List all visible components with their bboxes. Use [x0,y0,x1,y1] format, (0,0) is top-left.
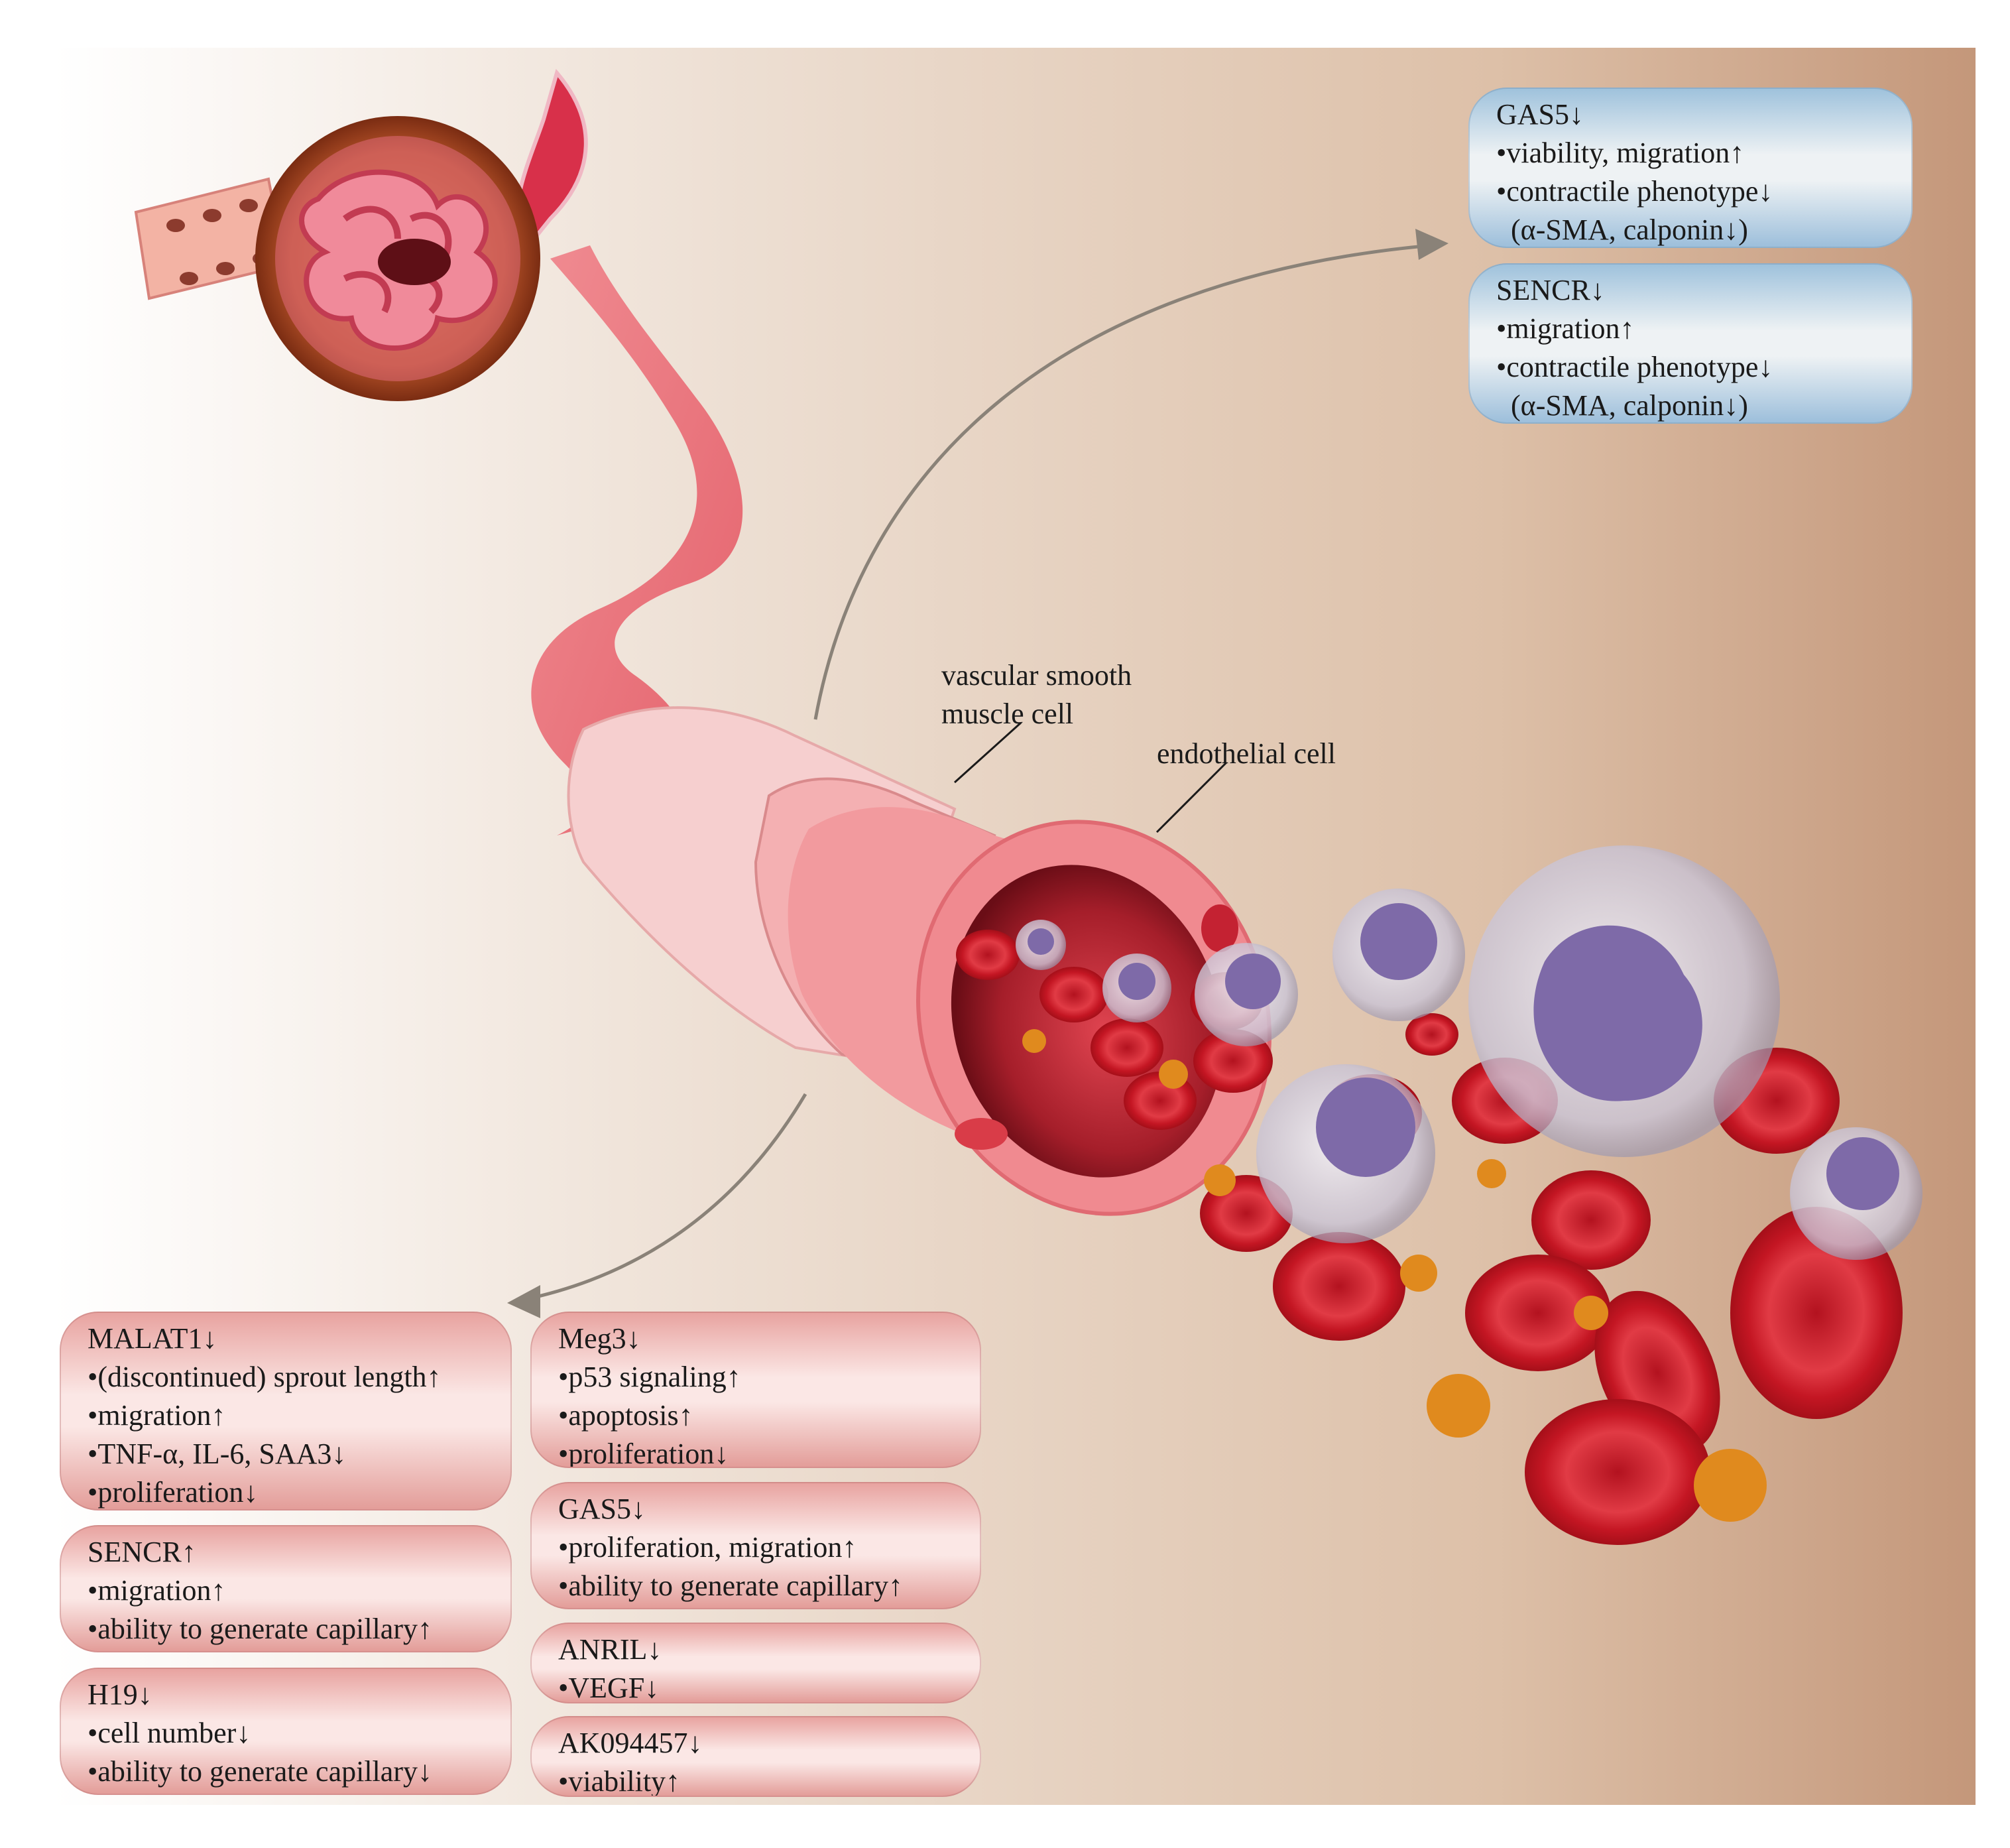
box-line: •VEGF↓ [558,1672,660,1703]
vsmc-pointer-line [953,721,1022,784]
box-line: •ability to generate capillary↓ [88,1755,432,1788]
box-title: H19↓ [88,1678,152,1711]
ec-pointer-line [1155,761,1228,833]
box-line: •viability↑ [558,1765,681,1797]
box-line: •contractile phenotype↓ [1496,175,1773,208]
winding-vessel [531,245,743,835]
box-line: •contractile phenotype↓ [1496,351,1773,383]
box-line: •proliferation↓ [88,1476,259,1509]
box-title: SENCR↑ [88,1536,196,1568]
box-title: GAS5↓ [558,1493,646,1525]
box-line: (α-SMA, calponin↓) [1511,214,1748,246]
arrowhead-to-vsmc [1415,229,1448,260]
box-line: (α-SMA, calponin↓) [1511,389,1748,422]
box-title: SENCR↓ [1496,274,1605,306]
ec-box-sencr: SENCR↑ •migration↑ •ability to generate … [60,1525,512,1652]
box-line: •TNF-α, IL-6, SAA3↓ [88,1438,347,1470]
box-line: •(discontinued) sprout length↑ [88,1361,442,1393]
box-title: ANRIL↓ [558,1633,662,1666]
ec-box-malat1: MALAT1↓ •(discontinued) sprout length↑ •… [60,1312,512,1510]
arteriole [514,68,588,256]
ec-box-gas5: GAS5↓ •proliferation, migration↑ •abilit… [530,1482,981,1609]
box-title: MALAT1↓ [88,1322,217,1355]
box-line: •apoptosis↑ [558,1399,693,1432]
box-line: •cell number↓ [88,1717,251,1749]
box-line: •migration↑ [88,1574,226,1607]
box-line: •ability to generate capillary↑ [88,1613,432,1645]
ec-box-ak094457: AK094457↓ •viability↑ [530,1716,981,1797]
red-blood-cells [956,930,1903,1545]
box-title: GAS5↓ [1496,98,1584,131]
arrow-to-ec [523,1093,807,1302]
platelets [1022,1029,1767,1522]
box-line: •proliferation↓ [558,1438,729,1468]
box-line: •ability to generate capillary↑ [558,1570,903,1602]
ec-box-meg3: Meg3↓ •p53 signaling↑ •apoptosis↑ •proli… [530,1312,981,1468]
ec-box-anril: ANRIL↓ •VEGF↓ [530,1623,981,1703]
box-line: •proliferation, migration↑ [558,1531,857,1564]
label-endothelial-cell: endothelial cell [1157,737,1336,770]
glomerulus [255,116,540,401]
box-title: Meg3↓ [558,1322,641,1355]
box-line: •migration↑ [88,1399,226,1432]
box-line: •p53 signaling↑ [558,1361,741,1393]
arrowhead-to-ec [507,1285,540,1318]
label-vsmc-line2: muscle cell [941,698,1074,730]
label-vsmc-line1: vascular smooth [941,659,1132,692]
box-line: •migration↑ [1496,312,1635,345]
box-line: •viability, migration↑ [1496,137,1745,169]
box-title: AK094457↓ [558,1727,703,1759]
white-blood-cells [1016,845,1922,1260]
arrow-to-vsmc [813,243,1433,720]
ec-box-h19: H19↓ •cell number↓ •ability to generate … [60,1668,512,1795]
vsmc-box-sencr: SENCR↓ •migration↑ •contractile phenotyp… [1468,263,1913,424]
vsmc-box-gas5: GAS5↓ •viability, migration↑ •contractil… [1468,88,1913,248]
